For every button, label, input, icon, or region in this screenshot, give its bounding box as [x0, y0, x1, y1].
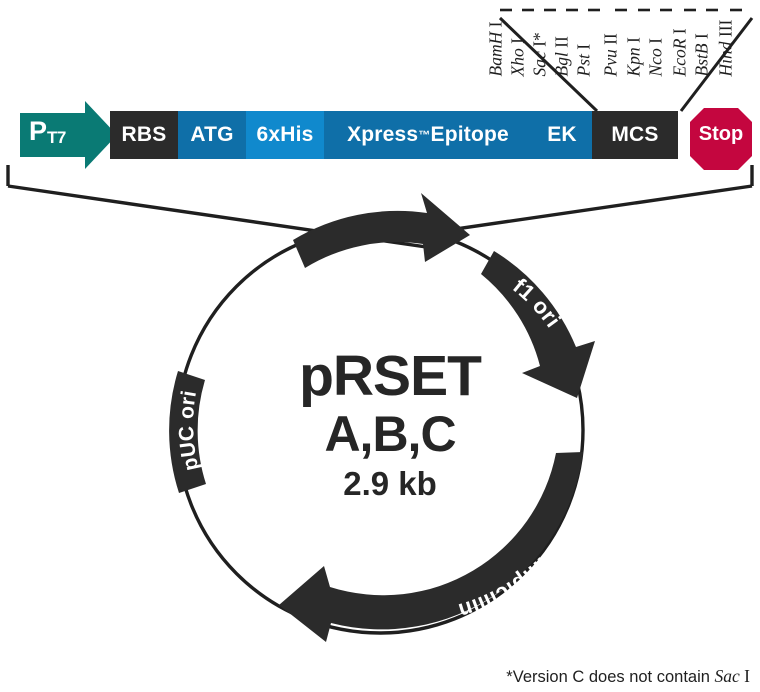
- expression-cassette-arc-arrow: [293, 193, 470, 268]
- footnote-numeral-value: I: [744, 666, 750, 686]
- cassette-segment-6xhis: 6xHis: [246, 111, 324, 159]
- promoter-label-main: P: [29, 116, 48, 146]
- puc-ori-arc-block: [169, 371, 206, 493]
- footnote-prefix: *Version C does not contain: [506, 668, 715, 686]
- footnote-version-c: *Version C does not contain Sac I: [506, 666, 750, 687]
- t7-promoter-arrow: [20, 101, 117, 169]
- cassette-segment-atg: ATG: [178, 111, 246, 159]
- plasmid-center-text: pRSET A,B,C 2.9 kb: [245, 344, 535, 502]
- plasmid-size: 2.9 kb: [343, 465, 437, 502]
- plasmid-name-line2: A,B,C: [324, 406, 456, 462]
- stop-codon-octagon: [690, 108, 752, 170]
- stop-codon-label: Stop: [698, 123, 744, 145]
- cassette-segment-rbs: RBS: [110, 111, 178, 159]
- ampicillin-arc-arrow: [279, 452, 583, 642]
- plasmid-name-line1: pRSET: [299, 344, 482, 408]
- footnote-enzyme-name: Sac: [714, 666, 740, 686]
- cassette-segment-ek: EK: [532, 111, 592, 159]
- mcs-leader-lines: [498, 16, 754, 113]
- promoter-label-subscript: T7: [47, 128, 66, 147]
- f1-ori-arc-arrow: [481, 251, 595, 398]
- puc-ori-label: pUC ori: [175, 389, 203, 473]
- t7-promoter-label: PT7: [29, 116, 66, 147]
- cassette-segment-mcs: MCS: [592, 111, 678, 159]
